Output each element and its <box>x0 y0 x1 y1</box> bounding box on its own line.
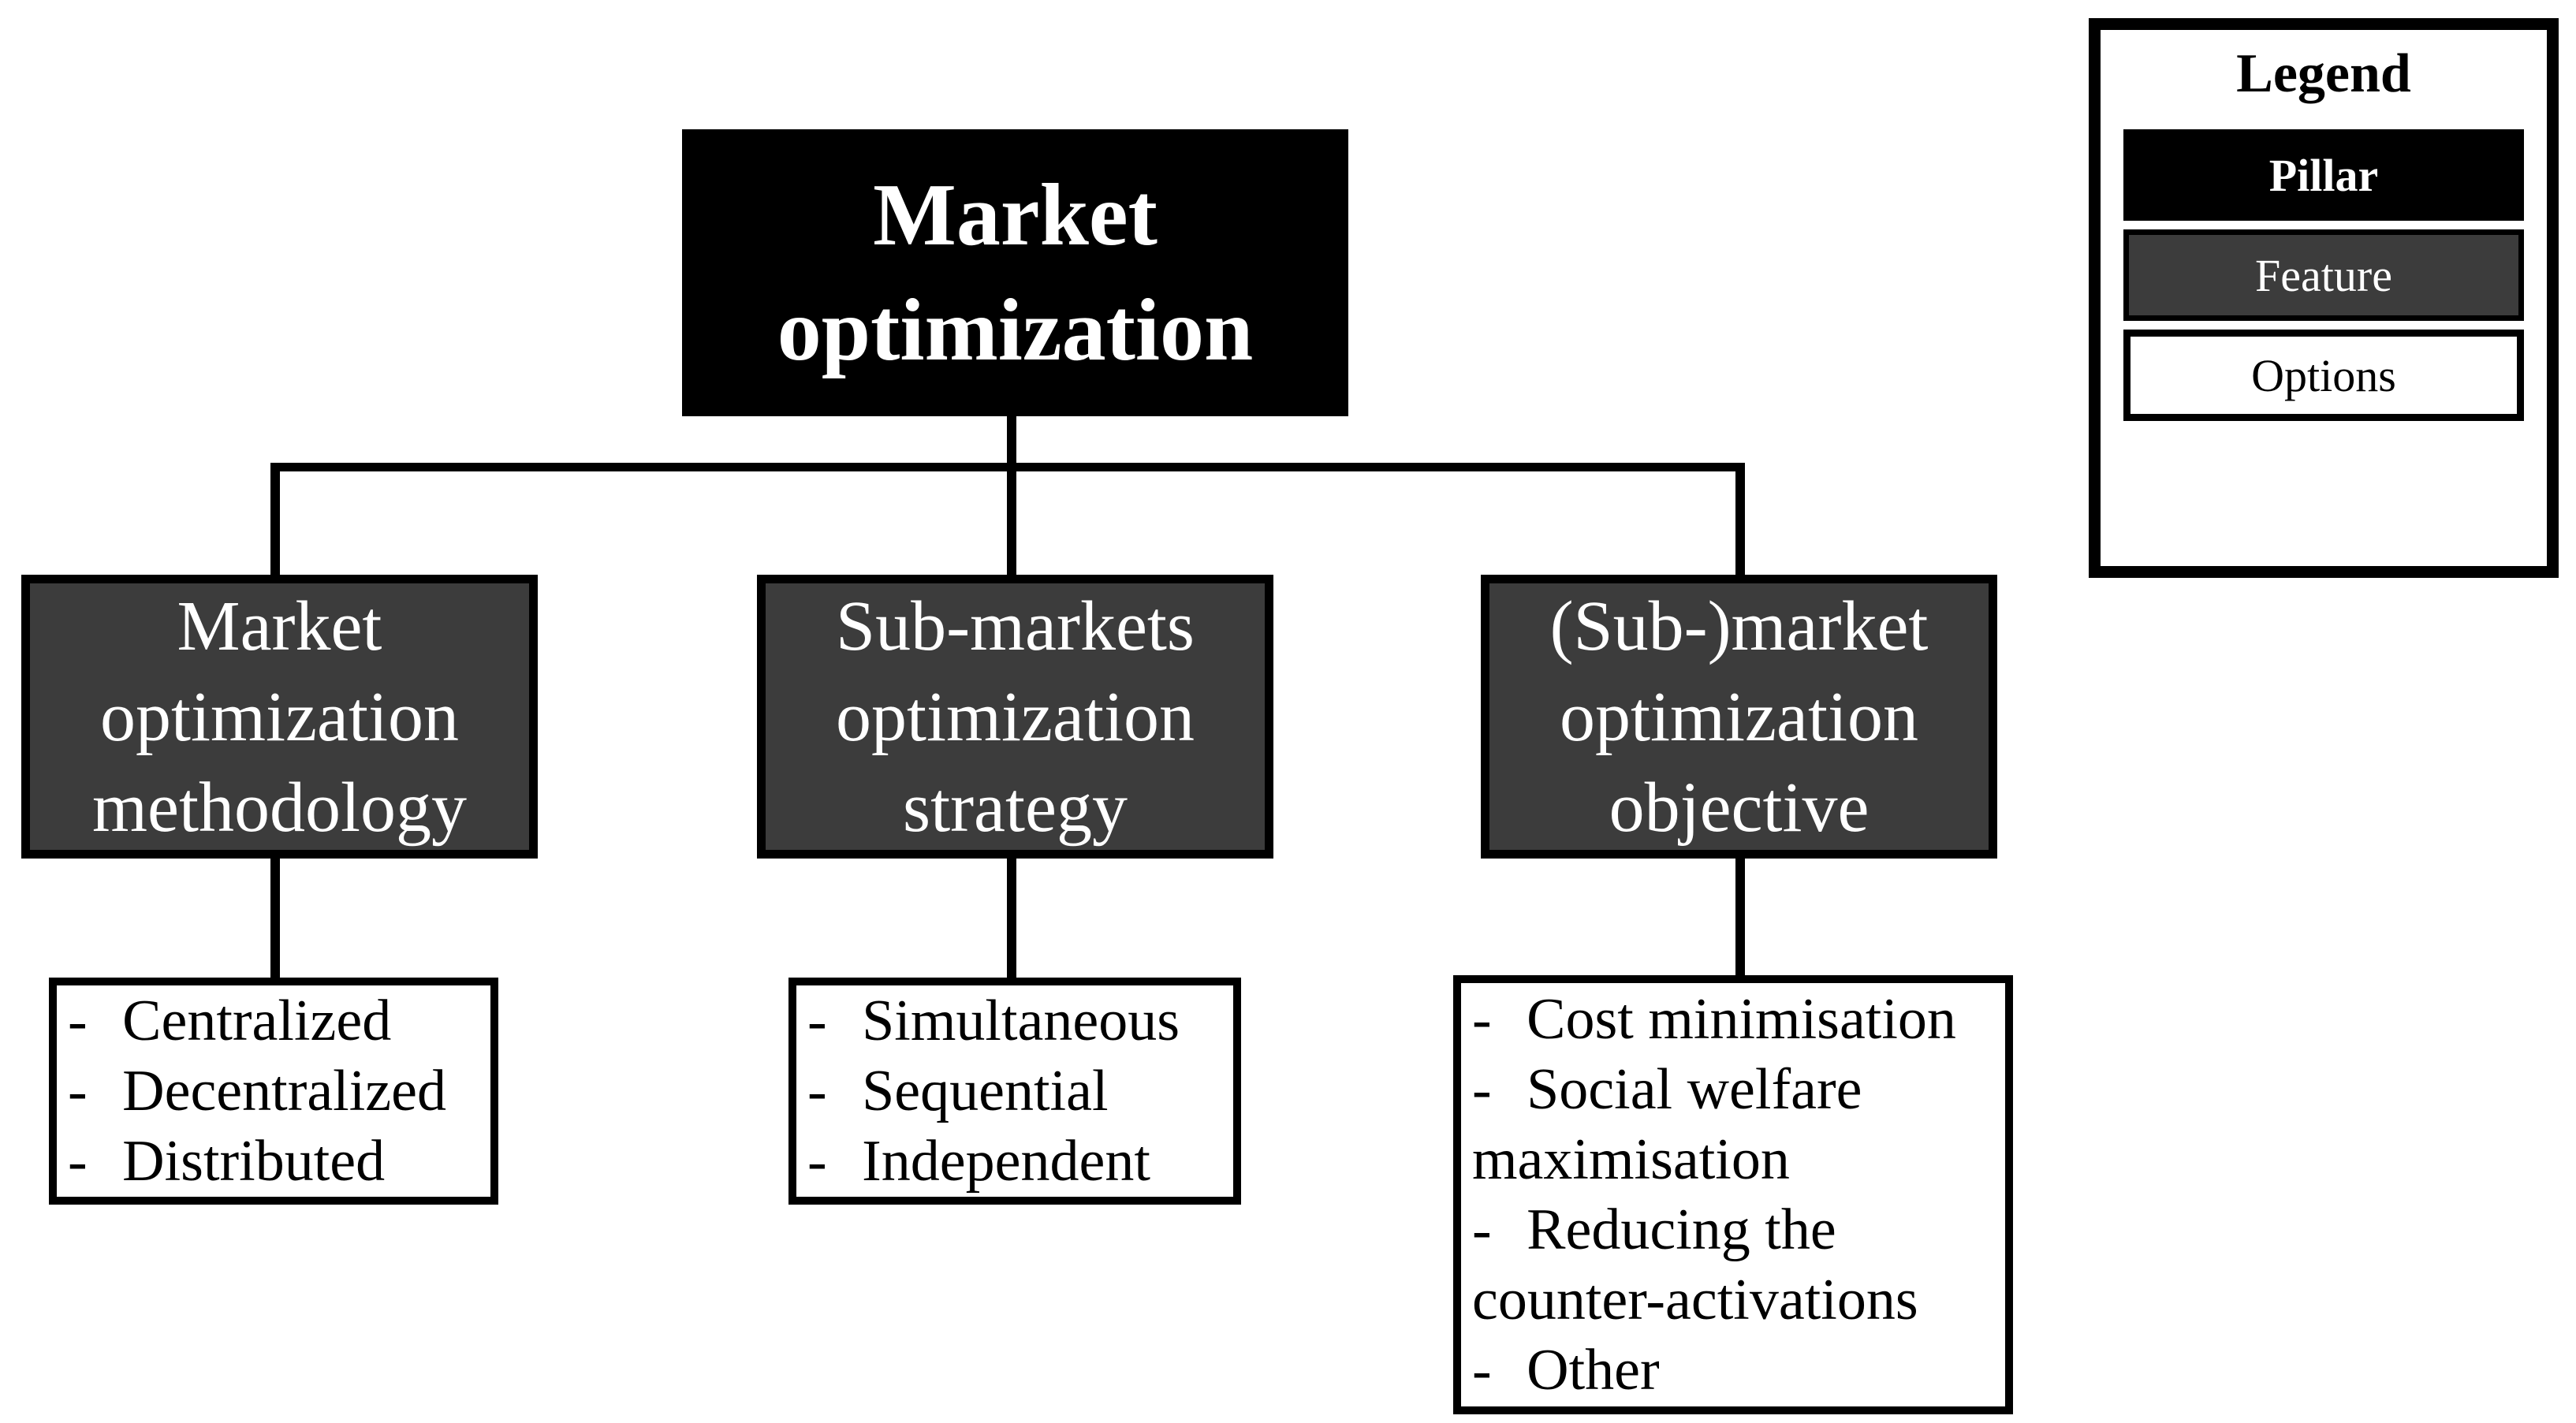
feature-line: (Sub-)market <box>1549 587 1929 665</box>
option-item: - Other <box>1472 1337 1660 1403</box>
pillar-line: optimization <box>777 281 1254 379</box>
option-item: - Cost minimisation <box>1472 986 1956 1052</box>
feature-line: objective <box>1609 768 1870 847</box>
option-item: - Decentralized <box>68 1058 446 1123</box>
legend-rows: Pillar Feature Options <box>2123 129 2524 421</box>
option-item-continuation: counter-activations <box>1472 1267 1918 1332</box>
feature-box-strategy: Sub-markets optimization strategy <box>757 575 1273 859</box>
options-box-methodology: - Centralized - Decentralized - Distribu… <box>49 978 498 1205</box>
connector-pillar-down <box>1007 413 1016 468</box>
connector-feature3-up <box>1735 468 1745 579</box>
option-item: - Social welfare <box>1472 1056 1862 1122</box>
pillar-box-market-optimization: Market optimization <box>682 129 1348 416</box>
feature-line: strategy <box>903 768 1128 847</box>
feature-line: optimization <box>836 677 1195 756</box>
option-item: - Distributed <box>68 1128 386 1194</box>
connector-feature1-up <box>270 468 280 579</box>
option-item-continuation: maximisation <box>1472 1127 1790 1192</box>
feature-box-methodology: Market optimization methodology <box>21 575 538 859</box>
options-box-strategy: - Simultaneous - Sequential - Independen… <box>788 978 1241 1205</box>
connector-options2-up <box>1007 855 1016 980</box>
legend-title: Legend <box>2236 43 2411 104</box>
option-item: - Independent <box>807 1128 1150 1194</box>
connector-options3-up <box>1735 855 1745 980</box>
feature-line: Sub-markets <box>836 587 1195 665</box>
legend: Legend Pillar Feature Options <box>2089 18 2559 578</box>
feature-box-objective: (Sub-)market optimization objective <box>1481 575 1997 859</box>
pillar-line: Market <box>873 166 1158 264</box>
legend-item-options: Options <box>2123 330 2524 421</box>
feature-line: optimization <box>100 677 459 756</box>
legend-item-feature: Feature <box>2123 229 2524 321</box>
options-box-objective: - Cost minimisation - Social welfare max… <box>1453 975 2013 1414</box>
option-item: - Reducing the <box>1472 1197 1836 1262</box>
connector-horizontal <box>270 463 1745 471</box>
connector-options1-up <box>270 855 280 980</box>
legend-item-pillar: Pillar <box>2123 129 2524 221</box>
connector-feature2-up <box>1007 468 1016 579</box>
option-item: - Simultaneous <box>807 988 1180 1053</box>
option-item: - Sequential <box>807 1058 1109 1123</box>
option-item: - Centralized <box>68 988 392 1053</box>
feature-line: optimization <box>1560 677 1918 756</box>
feature-line: methodology <box>92 768 467 847</box>
feature-line: Market <box>177 587 382 665</box>
